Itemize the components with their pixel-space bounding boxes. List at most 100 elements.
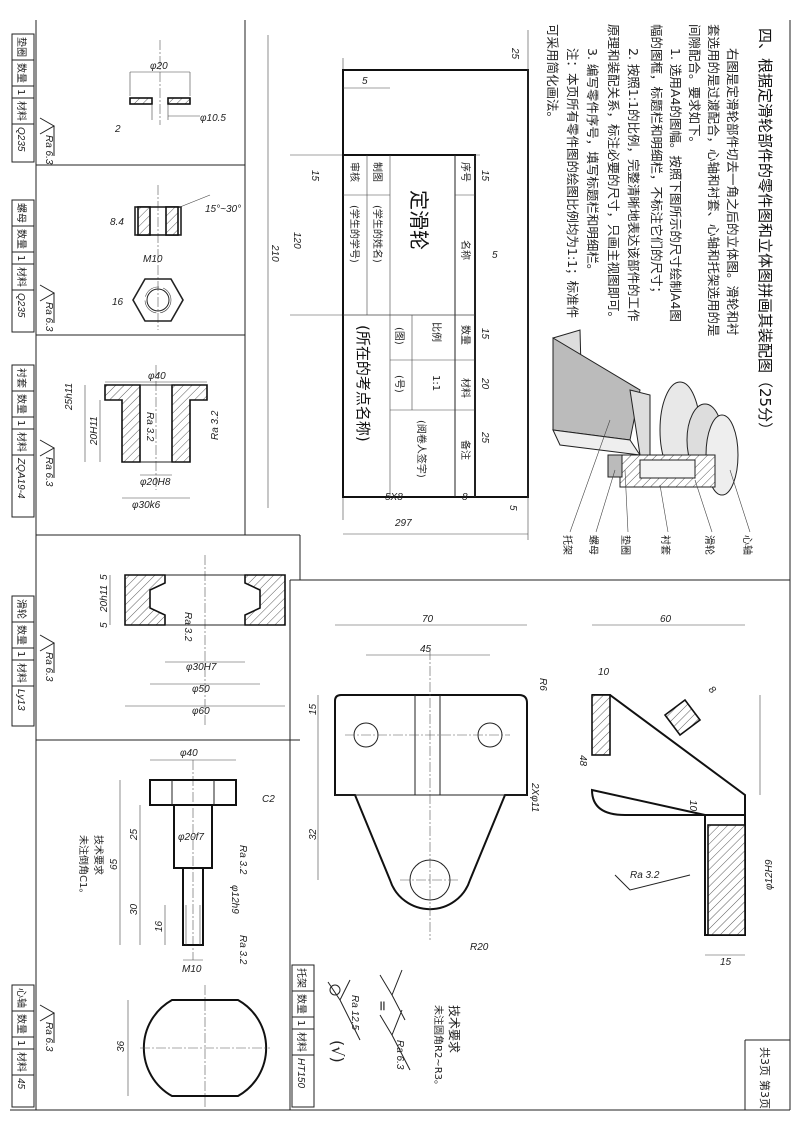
svg-text:10: 10	[687, 800, 698, 812]
pulley-drawing: 5 20h11 5 Ra 3.2 φ30H7 φ50 φ60	[99, 555, 286, 725]
qty-label: 数量	[15, 394, 28, 414]
svg-text:Ra 3.2: Ra 3.2	[182, 612, 193, 642]
material-label: 材料	[15, 1052, 28, 1072]
svg-text:φ12h9: φ12h9	[229, 885, 240, 914]
svg-text:材料: 材料	[459, 378, 472, 398]
qty-label: 数量	[15, 1014, 28, 1034]
svg-text:注：本页所有零件图的绘图比例均为1:1；标准件: 注：本页所有零件图的绘图比例均为1:1；标准件	[565, 48, 580, 318]
svg-text:φ12H9: φ12H9	[764, 859, 775, 890]
svg-text:技术要求: 技术要求	[447, 1005, 461, 1053]
part-name: 螺母	[15, 203, 27, 223]
svg-text:φ40: φ40	[148, 371, 166, 382]
svg-text:C2: C2	[262, 794, 275, 805]
svg-text:5: 5	[99, 574, 110, 580]
svg-text:数量: 数量	[459, 325, 472, 345]
svg-text:(所在的考点名称): (所在的考点名称)	[354, 325, 372, 442]
svg-text:R20: R20	[470, 942, 489, 953]
page-total: 共3页	[758, 1047, 771, 1076]
svg-text:45: 45	[420, 644, 432, 655]
svg-text:φ20f7: φ20f7	[178, 832, 204, 843]
instructions: 四、根据定滑轮部件的零件图和立体图拼画其装配图（25分） 右图是定滑轮部件切去一…	[545, 24, 774, 437]
material-label: 材料	[15, 663, 28, 683]
part-label-bushing: 衬套 数量 1 材料 ZQA19-4	[11, 364, 35, 518]
svg-text:25: 25	[509, 47, 520, 60]
material-value: 45	[15, 1078, 26, 1090]
svg-text:Ra 12.5: Ra 12.5	[349, 995, 360, 1030]
svg-text:M10: M10	[143, 254, 163, 265]
svg-text:Ra 6.3: Ra 6.3	[43, 135, 54, 165]
svg-text:15: 15	[720, 957, 732, 968]
svg-text:5: 5	[507, 505, 518, 511]
svg-text:(图): (图)	[393, 327, 405, 345]
bushing-drawing: φ40 25h11 20H11 Ra 3.2 Ra 3.2 φ20H8 φ30k…	[64, 365, 221, 511]
svg-text:可采用简化画法。: 可采用简化画法。	[545, 24, 560, 124]
material-label: 材料	[295, 1032, 308, 1052]
part-label-bracket: 托架 数量 1 材料 HT150	[291, 964, 315, 1108]
svg-text:8: 8	[706, 684, 718, 696]
svg-text:Ra 6.3: Ra 6.3	[43, 457, 54, 487]
svg-text:25: 25	[479, 431, 490, 444]
svg-text:48: 48	[577, 755, 588, 767]
material-label: 材料	[15, 432, 28, 452]
svg-text:φ10.5: φ10.5	[200, 113, 226, 124]
svg-text:16: 16	[112, 297, 124, 308]
svg-text:15: 15	[309, 170, 320, 182]
svg-text:(学生的学号): (学生的学号)	[348, 205, 361, 263]
qty-label: 数量	[295, 994, 308, 1014]
svg-text:32: 32	[308, 828, 319, 840]
qty-value: 1	[15, 420, 26, 426]
svg-text:定滑轮: 定滑轮	[407, 190, 431, 250]
svg-text:(阅卷人签字): (阅卷人签字)	[415, 420, 428, 478]
part-name: 托架	[295, 968, 308, 988]
svg-text:Ra 3.2: Ra 3.2	[144, 412, 155, 442]
svg-text:25h11: 25h11	[64, 383, 75, 411]
svg-text:70: 70	[422, 614, 434, 625]
label-nut: 螺母	[587, 535, 599, 555]
svg-text:36: 36	[116, 1040, 127, 1052]
svg-text:φ30H7: φ30H7	[186, 662, 217, 673]
qty-value: 1	[15, 255, 26, 261]
svg-text:297: 297	[394, 518, 412, 529]
nut-drawing: 8.4 15°~30° M10 16	[110, 185, 241, 330]
svg-text:φ60: φ60	[192, 706, 210, 717]
material-label: 材料	[15, 267, 28, 287]
part-label-nut: 螺母 数量 1 材料 Q235	[11, 199, 35, 333]
svg-text:=: =	[374, 1000, 390, 1012]
svg-text:φ50: φ50	[192, 684, 210, 695]
svg-text:Ra 6.3: Ra 6.3	[43, 302, 54, 332]
svg-text:间隙配合。要求如下。: 间隙配合。要求如下。	[687, 24, 702, 149]
material-label: 材料	[15, 101, 28, 121]
svg-text:2: 2	[114, 124, 121, 135]
svg-text:8: 8	[462, 492, 468, 503]
part-name: 衬套	[15, 368, 28, 388]
svg-text:φ20: φ20	[150, 61, 168, 72]
label-pulley: 滑轮	[703, 535, 716, 555]
svg-text:15: 15	[308, 703, 319, 715]
svg-text:比例: 比例	[430, 322, 443, 342]
svg-text:Ra 6.3: Ra 6.3	[43, 652, 54, 682]
svg-text:20: 20	[479, 377, 490, 390]
svg-text:8.4: 8.4	[110, 217, 124, 228]
bracket-side-view: 60 10 8 48 10 Ra 3.2 φ12H9 15	[577, 614, 775, 968]
page-footer: 共3页 第3页	[758, 1047, 772, 1109]
parentheses-check: (√)	[328, 1040, 347, 1063]
svg-text:(学生的姓名): (学生的姓名)	[371, 205, 384, 263]
qty-label: 数量	[15, 229, 28, 249]
part-name: 滑轮	[15, 599, 28, 619]
svg-text:原理和装配关系，标注必要的尺寸，只画主视图即可。: 原理和装配关系，标注必要的尺寸，只画主视图即可。	[606, 24, 621, 324]
sheet-frame	[10, 20, 791, 1111]
label-washer: 垫圈	[619, 535, 632, 555]
label-bracket: 托架	[561, 535, 574, 555]
qty-value: 1	[15, 89, 26, 95]
svg-text:Ra 3.2: Ra 3.2	[630, 870, 660, 881]
svg-text:Ra 6.3: Ra 6.3	[394, 1040, 405, 1070]
part-label-washer: 垫圈 数量 1 材料 Q235	[11, 33, 35, 163]
a4-frame-template: 序号 名称 数量 材料 备注 制图 审核 (学生的姓名) (学生的学号) 定滑轮…	[267, 30, 529, 540]
question-title: 四、根据定滑轮部件的零件图和立体图拼画其装配图（25分）	[756, 28, 774, 437]
material-value: Ly13	[15, 689, 26, 711]
svg-text:1:1: 1:1	[430, 375, 441, 391]
qty-label: 数量	[15, 625, 28, 645]
svg-text:5X8: 5X8	[385, 492, 403, 503]
qty-value: 1	[295, 1020, 306, 1026]
